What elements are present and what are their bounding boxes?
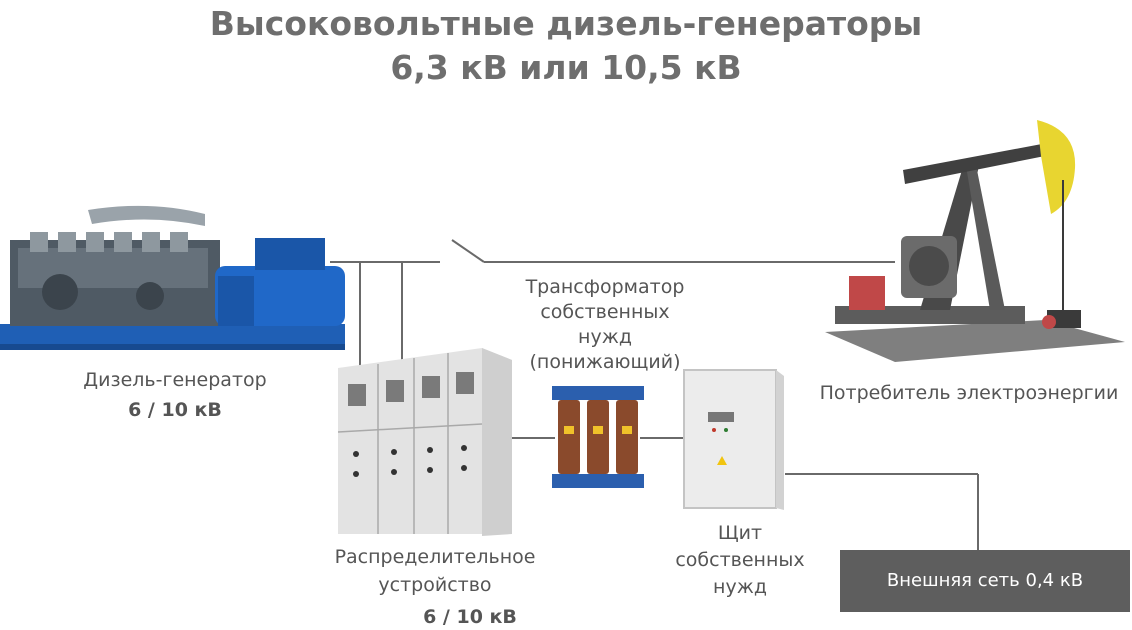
pumpjack-image: [825, 120, 1125, 362]
external-grid-box: Внешняя сеть 0,4 кВ: [840, 550, 1130, 612]
diesel-generator-image: [0, 205, 345, 350]
auxiliary-panel-image: [683, 369, 784, 510]
panel-label-line3: нужд: [713, 576, 767, 598]
external-grid-label: Внешняя сеть 0,4 кВ: [886, 570, 1084, 591]
transformer-label-line1: Трансформатор: [525, 276, 685, 298]
panel-label-line2: собственных: [675, 549, 805, 571]
switchgear-image: [337, 348, 512, 536]
diagram-title-line2: 6,3 кВ или 10,5 кВ: [390, 48, 742, 87]
panel-label-line1: Щит: [717, 522, 763, 544]
consumer-label: Потребитель электроэнергии: [819, 382, 1119, 404]
switchgear-voltage: 6 / 10 кВ: [423, 606, 517, 628]
switchgear-label-line1: Распределительное: [334, 546, 536, 568]
generator-voltage: 6 / 10 кВ: [128, 399, 222, 421]
transformer-label-line4: (понижающий): [529, 351, 681, 373]
switchgear-label-line2: устройство: [378, 574, 492, 596]
generator-label: Дизель-генератор: [83, 369, 267, 391]
transformer-label-line3: нужд: [578, 326, 632, 348]
transformer-label-line2: собственных: [540, 301, 670, 323]
transformer-image: [552, 386, 644, 488]
diagram-title-line1: Высоковольтные дизель-генераторы: [209, 4, 923, 43]
wire-switch-blade: [451, 239, 485, 263]
